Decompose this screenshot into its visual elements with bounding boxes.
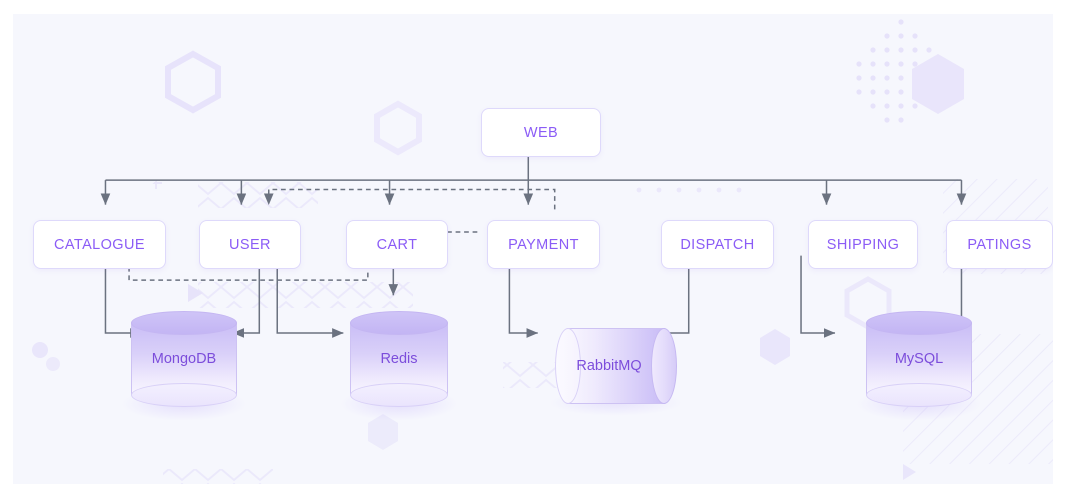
rabbitmq-label: RabbitMQ	[576, 358, 642, 374]
datastore-mongodb[interactable]: MongoDB	[121, 311, 247, 421]
mysql-cap	[866, 311, 972, 335]
node-user[interactable]: USER	[199, 220, 301, 269]
redis-base	[350, 383, 448, 407]
rabbitmq-right-cap	[651, 328, 677, 404]
mysql-base	[866, 383, 972, 407]
datastore-mysql[interactable]: MySQL	[856, 311, 982, 421]
datastore-rabbitmq[interactable]: RabbitMQ	[549, 328, 683, 416]
mongodb-label: MongoDB	[151, 351, 217, 367]
redis-cap	[350, 311, 448, 335]
node-payment[interactable]: PAYMENT	[487, 220, 600, 269]
node-dispatch[interactable]: DISPATCH	[661, 220, 774, 269]
datastore-redis[interactable]: Redis	[340, 311, 458, 421]
node-catalogue[interactable]: CATALOGUE	[33, 220, 166, 269]
mongodb-cap	[131, 311, 237, 335]
node-cart[interactable]: CART	[346, 220, 448, 269]
mysql-label: MySQL	[894, 351, 944, 367]
redis-label: Redis	[380, 351, 418, 367]
diagram-canvas: WEB CATALOGUE USER CART PAYMENT DISPATCH…	[13, 14, 1053, 484]
mongodb-base	[131, 383, 237, 407]
node-web[interactable]: WEB	[481, 108, 601, 157]
node-patings[interactable]: PATINGS	[946, 220, 1053, 269]
node-shipping[interactable]: SHIPPING	[808, 220, 918, 269]
